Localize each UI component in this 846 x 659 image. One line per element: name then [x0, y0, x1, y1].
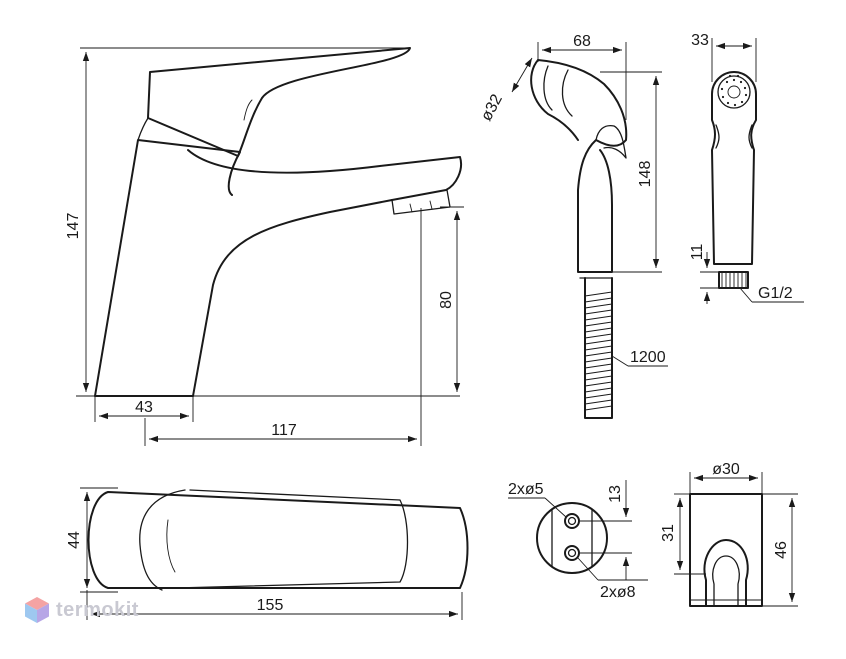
faucet-top-view	[87, 489, 469, 591]
hose-ribs	[584, 291, 613, 411]
mount-hole-spacing-label: 13	[607, 485, 624, 503]
mount-large-holes-label: 2xø8	[600, 584, 636, 601]
watermark: termokit	[24, 596, 139, 624]
thread-size-label: G1/2	[758, 285, 793, 302]
shower-height-label: 148	[637, 161, 654, 188]
faucet-side-view	[94, 47, 462, 397]
mount-small-holes-label: 2xø5	[508, 481, 544, 498]
wall-mount-plate	[536, 502, 608, 574]
side-width-label: 33	[691, 32, 709, 49]
hand-shower-dimensions	[511, 42, 668, 367]
holder-dimensions	[674, 472, 798, 607]
head-width-label: 68	[573, 33, 591, 50]
spray-nozzles	[720, 74, 748, 107]
head-diameter-label: ø32	[478, 92, 506, 124]
faucet-reach-label: 117	[271, 422, 297, 439]
hand-shower-side-view	[530, 59, 628, 419]
faucet-dimensions	[76, 47, 464, 446]
faucet-base-label: 43	[135, 399, 153, 416]
thread-length-label: 11	[689, 244, 706, 261]
hand-shower-front-dimensions	[700, 38, 804, 304]
faucet-top-dimensions	[80, 487, 463, 620]
hose-length-label: 1200	[630, 349, 666, 366]
holder-height-label: 46	[773, 541, 790, 559]
holder-diameter-label: ø30	[712, 461, 740, 478]
cube-logo-icon	[25, 597, 49, 623]
spout-height-label: 80	[438, 291, 455, 309]
top-width-label: 44	[66, 531, 83, 549]
wall-mount-dimensions	[508, 480, 648, 581]
shower-holder	[689, 493, 763, 607]
hand-shower-front-view	[711, 71, 757, 289]
faucet-height-label: 147	[65, 213, 82, 240]
holder-inner-label: 31	[660, 524, 677, 542]
top-length-label: 155	[257, 597, 284, 614]
watermark-text: termokit	[56, 598, 139, 621]
